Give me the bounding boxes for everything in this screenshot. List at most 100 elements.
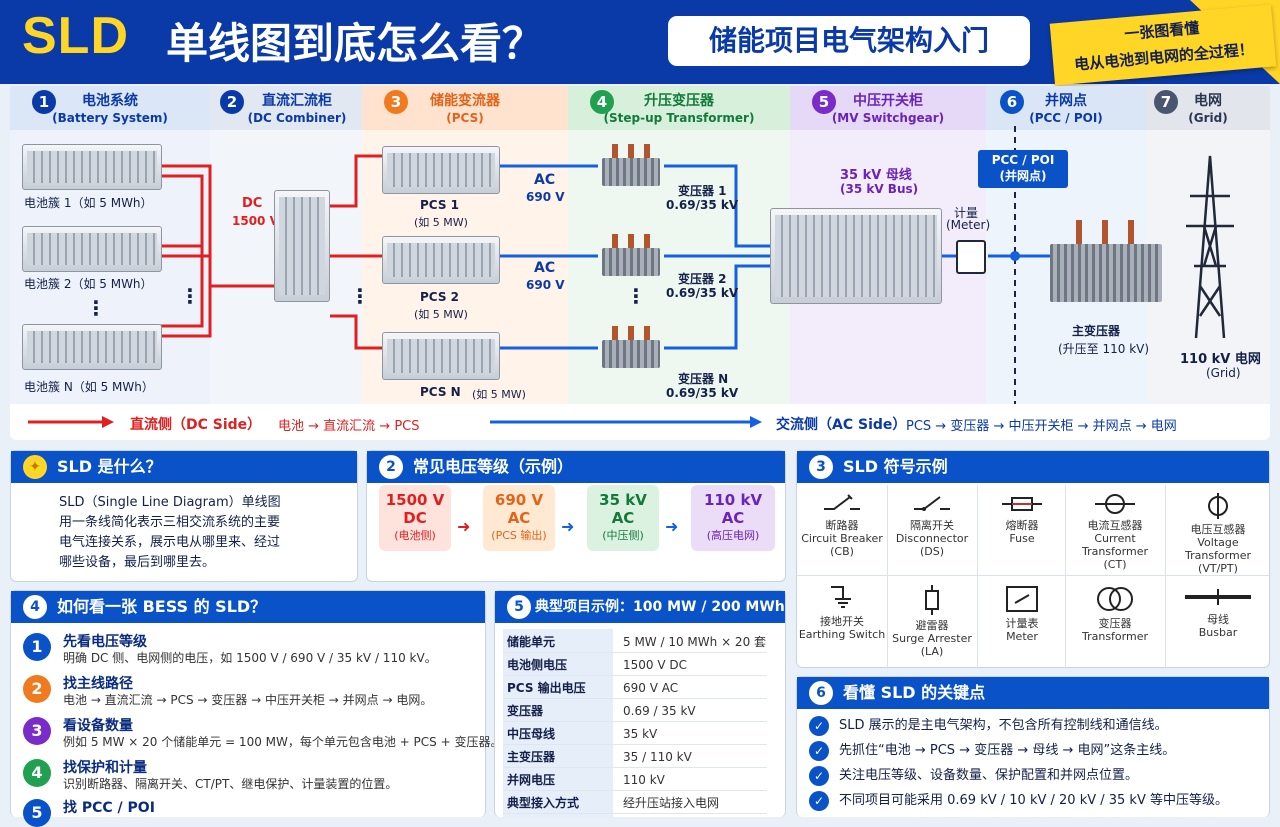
lightbulb-icon: ✦ (23, 455, 47, 479)
meter-icon (1006, 586, 1038, 612)
ac-xf-1 (664, 164, 770, 248)
col-sub-4: (Step-up Transformer) (603, 111, 755, 125)
ac-voltage-1: 690 V (526, 190, 565, 204)
pcs-ellipsis: ⋮ (350, 284, 370, 308)
row-value: 5 MW / 10 MWh × 20 套 (623, 635, 767, 649)
disconnector-icon (914, 496, 950, 511)
meter-icon (956, 240, 986, 274)
battery-cluster-2 (22, 226, 162, 272)
col-num-6: 6 (1000, 90, 1024, 114)
xfmr-name-1: 变压器 1 (678, 184, 727, 198)
check-icon: ✓ (809, 716, 829, 736)
dc-wire-3b (160, 286, 204, 328)
pcs-sub-n: (如 5 MW) (472, 388, 526, 401)
xfmr-name-2: 变压器 2 (678, 272, 727, 286)
col-num-4: 4 (590, 90, 614, 114)
col-head-xfmr: 4 升压变压器 (Step-up Transformer) (568, 86, 790, 130)
main-transformer-icon (1046, 220, 1166, 306)
row-value: 经升压站接入电网 (623, 796, 720, 810)
col-title-1: 电池系统 (82, 93, 138, 109)
card-what-is-sld: ✦ SLD 是什么？ SLD（Single Line Diagram）单线图 用… (10, 450, 358, 582)
col-head-combiner: 2 直流汇流柜 (DC Combiner) (210, 86, 362, 130)
transformer-1-icon (596, 144, 666, 190)
page-subtitle: 储能项目电气架构入门 (668, 16, 1030, 66)
main-xfmr-label: 主变压器 (1072, 324, 1121, 338)
page-title: 单线图到底怎么看？ (166, 19, 545, 68)
card6-title: 看懂 SLD 的关键点 (843, 683, 986, 702)
grid-label: 110 kV 电网 (1180, 352, 1261, 367)
grid-divider (977, 485, 978, 669)
dc-arrow-head (102, 416, 114, 428)
col-title-7: 电网 (1194, 93, 1222, 109)
arrow-right-icon: ➜ (665, 517, 679, 536)
grid-divider (887, 485, 888, 669)
row-value: 110 kV (623, 773, 665, 787)
xfmr-v-n: 0.69/35 kV (666, 386, 739, 400)
fuse-icon (1002, 497, 1042, 511)
col-sub-1: (Battery System) (52, 111, 168, 125)
pcc-box: PCC / POI (并网点) (978, 150, 1068, 188)
key-point-4: ✓不同项目可能采用 0.69 kV / 10 kV / 20 kV / 35 k… (809, 790, 1228, 812)
card1-title: SLD 是什么？ (57, 457, 162, 476)
row-value: 1500 V DC (623, 658, 687, 672)
bus-label: 35 kV 母线 (840, 168, 912, 183)
col-sub-6: (PCC / POI) (1029, 111, 1103, 125)
pcs-name-2: PCS 2 (420, 290, 459, 304)
col-title-5: 中压开关柜 (853, 93, 923, 109)
row-key: PCS 输出电压 (507, 681, 586, 695)
dc-label: DC (242, 196, 263, 211)
dc-wire-1b (160, 174, 204, 286)
transformer-2-icon (596, 234, 666, 280)
ac-side-path: PCS → 变压器 → 中压开关柜 → 并网点 → 电网 (906, 419, 1177, 434)
battery-cluster-1 (22, 144, 162, 190)
col-title-3: 储能变流器 (430, 93, 500, 109)
row-value: 690 V AC (623, 681, 679, 695)
surge-arrester-icon (925, 585, 939, 615)
transformer-n-icon (596, 326, 666, 372)
check-icon: ✓ (809, 766, 829, 786)
col-num-1: 1 (32, 90, 56, 114)
row-key: 典型接入方式 (507, 796, 580, 810)
main-xfmr-sub: (升压至 110 kV) (1058, 342, 1150, 356)
card1-line2: 用一条线简化表示三相交流系统的主要 (59, 515, 281, 530)
col-head-switchgear: 5 中压开关柜 (MV Switchgear) (790, 86, 986, 130)
wiring-layer (28, 126, 1234, 428)
transformer-icon (1097, 587, 1133, 611)
dc-voltage: 1500 V (232, 214, 279, 228)
ac-label-2: AC (534, 260, 556, 276)
row-key: 主变压器 (507, 750, 556, 764)
col-sub-7: (Grid) (1188, 111, 1228, 125)
arrow-right-icon: ➜ (457, 517, 471, 536)
pcs-sub-1: (如 5 MW) (414, 216, 468, 229)
battery-label-1: 电池簇 1（如 5 MWh） (24, 196, 153, 210)
col-bg-grid (1146, 86, 1270, 404)
row-key: 变压器 (507, 704, 544, 718)
xfmr-ellipsis: ⋮ (626, 284, 646, 308)
pcs-unit-n (382, 332, 500, 380)
col-title-4: 升压变压器 (644, 93, 714, 109)
card4-title: 如何看一张 BESS 的 SLD？ (57, 597, 267, 616)
card1-line4: 哪些设备，最后到哪里去。 (59, 555, 216, 570)
row-key: 储能单元 (507, 635, 556, 649)
col-head-pcc: 6 并网点 (PCC / POI) (986, 86, 1146, 130)
meter-label-en: (Meter) (946, 218, 991, 232)
dc-side-label: 直流侧（DC Side） (130, 417, 262, 433)
key-point-2: ✓先抓住“电池 → PCS → 变压器 → 母线 → 电网”这条主线。 (809, 740, 1175, 762)
circuit-breaker-icon (824, 494, 860, 510)
card5-num: 5 (507, 595, 531, 619)
